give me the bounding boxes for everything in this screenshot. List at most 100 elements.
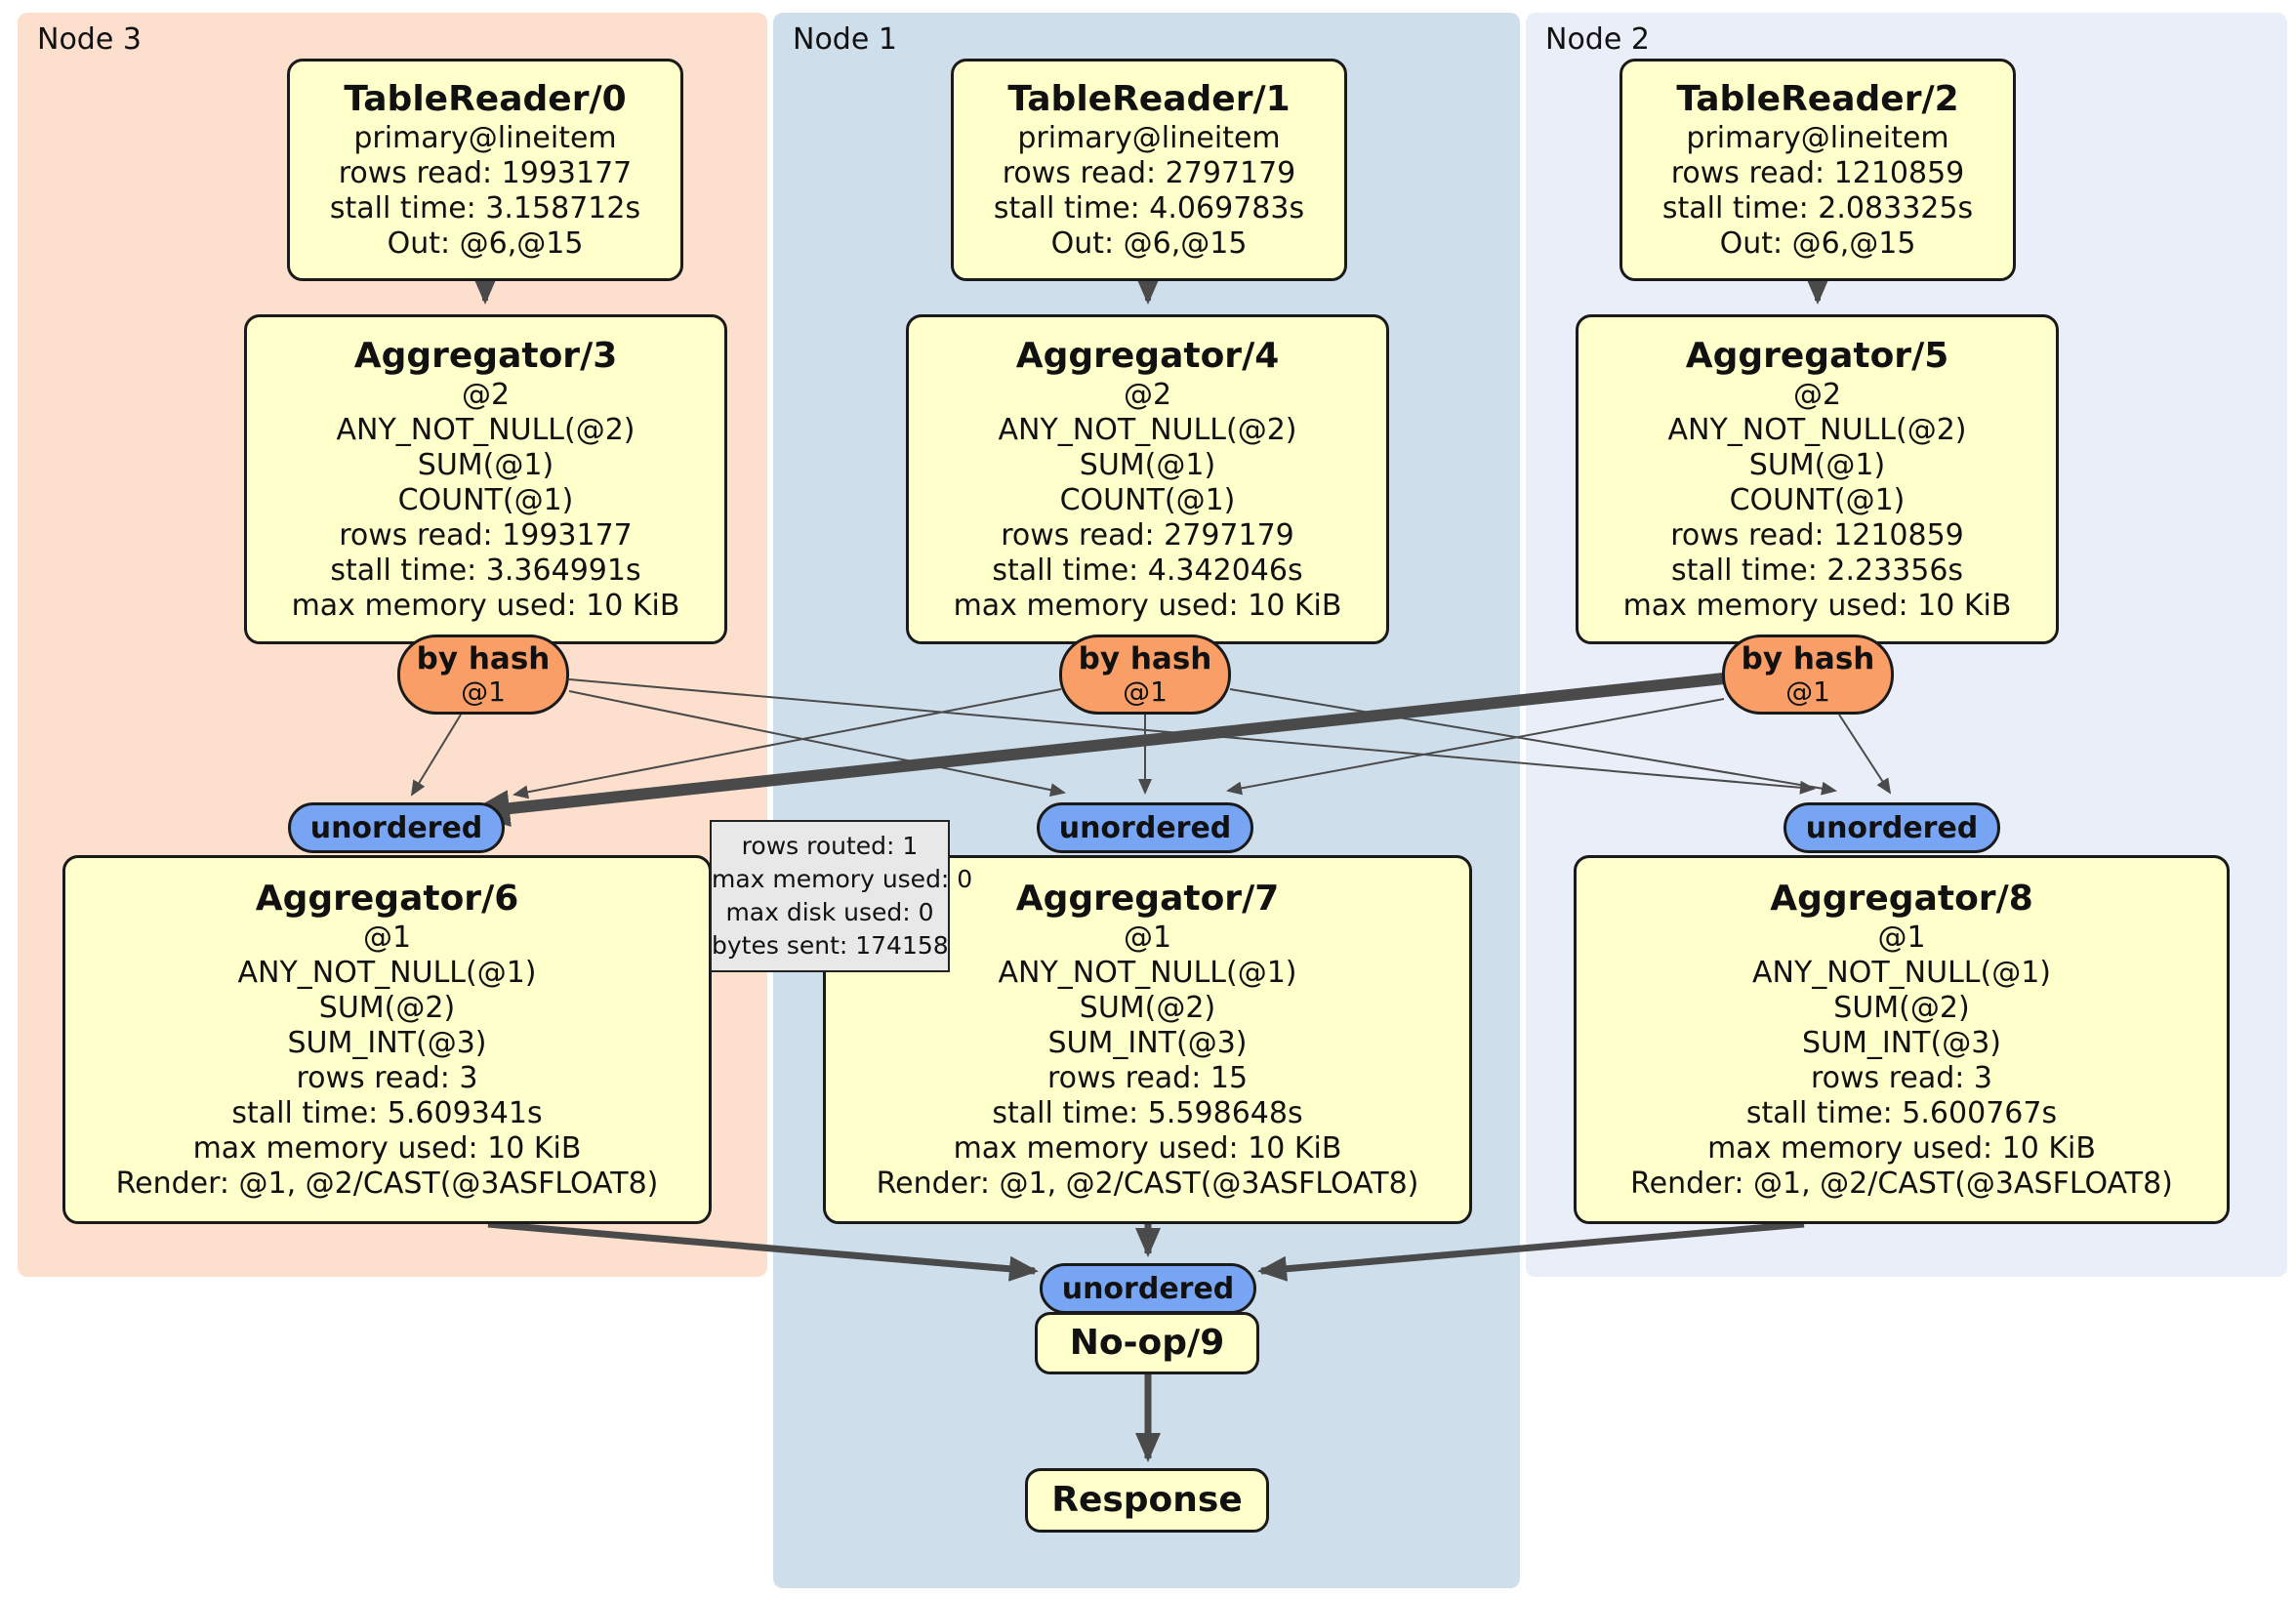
processor-line: COUNT(@1) [1059,483,1236,517]
stream-unordered-node1[interactable]: unordered [1037,802,1253,853]
processor-line: max memory used: 10 KiB [291,589,680,623]
processor-line: SUM(@1) [1748,448,1886,482]
tooltip-line: max disk used: 0 [725,898,934,926]
processor-title: Aggregator/8 [1770,879,2033,919]
processor-line: stall time: 4.342046s [992,553,1303,588]
processor-line: rows read: 2797179 [1002,156,1296,190]
processor-line: max memory used: 10 KiB [1622,589,2012,623]
processor-line: SUM_INT(@3) [287,1026,487,1060]
router-by-hash-node1[interactable]: by hash @1 [1059,635,1231,715]
processor-line: SUM(@1) [1079,448,1216,482]
processor-line: primary@lineitem [353,121,617,155]
processor-line: SUM(@2) [318,991,456,1025]
processor-title: Response [1051,1480,1243,1520]
processor-line: Out: @6,@15 [387,226,584,261]
processor-line: Render: @1, @2/CAST(@3ASFLOAT8) [115,1167,659,1201]
region-node1-label: Node 1 [793,22,897,57]
processor-title: Aggregator/4 [1015,336,1280,376]
tooltip-line: rows routed: 1 [741,832,919,860]
processor-noop-9[interactable]: No-op/9 [1035,1312,1259,1374]
processor-line: primary@lineitem [1017,121,1281,155]
processor-line: stall time: 5.598648s [992,1096,1303,1130]
processor-title: TableReader/2 [1676,79,1959,119]
processor-line: rows read: 3 [1810,1061,1993,1095]
stream-unordered-final[interactable]: unordered [1040,1263,1256,1314]
processor-line: max memory used: 10 KiB [953,589,1342,623]
processor-line: ANY_NOT_NULL(@2) [1667,413,1967,447]
processor-line: @1 [1123,921,1172,955]
processor-title: Aggregator/5 [1685,336,1949,376]
processor-line: max memory used: 10 KiB [192,1131,582,1166]
processor-line: SUM(@2) [1833,991,1970,1025]
processor-line: rows read: 3 [296,1061,478,1095]
processor-line: @2 [461,378,511,412]
stream-label: unordered [1805,810,1979,845]
processor-title: Aggregator/7 [1015,879,1280,919]
processor-line: stall time: 2.23356s [1670,553,1964,588]
processor-line: ANY_NOT_NULL(@2) [998,413,1297,447]
processor-line: Out: @6,@15 [1050,226,1248,261]
region-node3-label: Node 3 [37,22,142,57]
processor-line: rows read: 1993177 [338,156,633,190]
edge [410,714,462,797]
processor-line: SUM(@1) [417,448,554,482]
router-detail: @1 [1785,676,1830,708]
processor-title: Aggregator/6 [255,879,519,919]
processor-line: SUM_INT(@3) [1047,1026,1248,1060]
processor-line: COUNT(@1) [397,483,574,517]
router-by-hash-node2[interactable]: by hash @1 [1722,635,1894,715]
processor-title: TableReader/0 [344,79,627,119]
processor-line: SUM(@2) [1079,991,1216,1025]
processor-line: stall time: 2.083325s [1661,191,1974,225]
processor-line: Out: @6,@15 [1719,226,1916,261]
processor-line: rows read: 15 [1046,1061,1249,1095]
processor-aggregator-7[interactable]: Aggregator/7 @1 ANY_NOT_NULL(@1) SUM(@2)… [823,855,1472,1224]
processor-aggregator-3[interactable]: Aggregator/3 @2 ANY_NOT_NULL(@2) SUM(@1)… [244,314,727,644]
router-label: by hash [416,641,551,676]
processor-tablereader-0[interactable]: TableReader/0 primary@lineitem rows read… [287,59,683,281]
processor-line: max memory used: 10 KiB [1707,1131,2096,1166]
tooltip-line: bytes sent: 174158 [712,931,949,960]
processor-line: stall time: 3.158712s [329,191,641,225]
processor-aggregator-4[interactable]: Aggregator/4 @2 ANY_NOT_NULL(@2) SUM(@1)… [906,314,1389,644]
processor-title: No-op/9 [1069,1323,1225,1363]
processor-aggregator-6[interactable]: Aggregator/6 @1 ANY_NOT_NULL(@1) SUM(@2)… [62,855,712,1224]
stream-unordered-node3[interactable]: unordered [288,802,505,853]
edge [467,673,1725,828]
region-node2-label: Node 2 [1545,22,1650,57]
stream-stats-tooltip: rows routed: 1 max memory used: 0 max di… [710,820,973,972]
router-detail: @1 [461,676,506,708]
edge [1257,1220,1805,1282]
processor-line: @1 [362,921,412,955]
tooltip-line: max memory used: 0 [712,865,973,893]
processor-aggregator-8[interactable]: Aggregator/8 @1 ANY_NOT_NULL(@1) SUM(@2)… [1574,855,2230,1224]
processor-line: @1 [1877,921,1926,955]
processor-response[interactable]: Response [1025,1468,1269,1533]
processor-line: rows read: 1993177 [339,518,633,553]
router-label: by hash [1741,641,1875,676]
stream-unordered-node2[interactable]: unordered [1784,802,2000,853]
processor-line: COUNT(@1) [1729,483,1906,517]
processor-line: SUM_INT(@3) [1802,1026,2001,1060]
processor-line: Render: @1, @2/CAST(@3ASFLOAT8) [1630,1167,2173,1201]
router-by-hash-node3[interactable]: by hash @1 [397,635,569,715]
processor-line: Render: @1, @2/CAST(@3ASFLOAT8) [876,1167,1419,1201]
edge [1838,714,1892,795]
processor-line: rows read: 2797179 [1001,518,1294,553]
processor-line: stall time: 5.600767s [1745,1096,2058,1130]
processor-line: rows read: 1210859 [1670,518,1964,553]
edge [487,1220,1039,1282]
processor-line: rows read: 1210859 [1670,156,1965,190]
processor-line: ANY_NOT_NULL(@1) [1752,956,2051,990]
processor-aggregator-5[interactable]: Aggregator/5 @2 ANY_NOT_NULL(@2) SUM(@1)… [1576,314,2059,644]
processor-line: max memory used: 10 KiB [953,1131,1342,1166]
processor-title: TableReader/1 [1007,79,1291,119]
router-detail: @1 [1123,676,1168,708]
processor-tablereader-1[interactable]: TableReader/1 primary@lineitem rows read… [951,59,1347,281]
processor-line: stall time: 3.364991s [330,553,641,588]
processor-title: Aggregator/3 [353,336,618,376]
processor-line: @2 [1792,378,1842,412]
edge [1226,698,1725,796]
processor-tablereader-2[interactable]: TableReader/2 primary@lineitem rows read… [1620,59,2016,281]
